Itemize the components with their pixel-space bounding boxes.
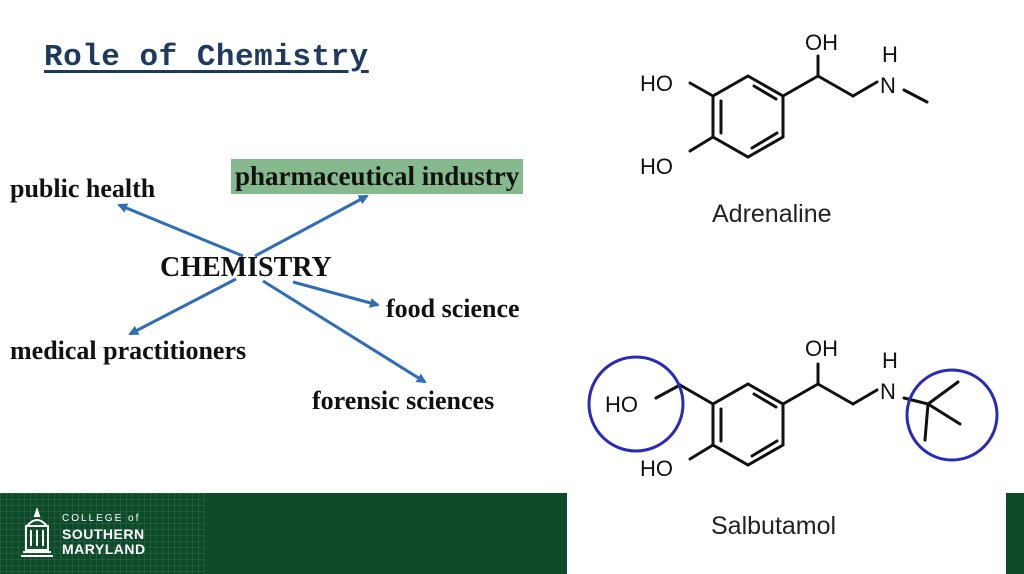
adrenaline-ho1-label: HO — [640, 71, 673, 96]
salbutamol-circle-left — [587, 355, 685, 453]
salbutamol-ho1-label: HO — [605, 392, 638, 417]
building-icon — [21, 508, 53, 557]
branch-medical-practitioners: medical practitioners — [10, 336, 247, 365]
footer-texture — [0, 493, 205, 574]
adrenaline-structure — [688, 54, 929, 159]
logo-text-maryland: MARYLAND — [62, 541, 146, 557]
diagram-arrows — [117, 194, 427, 384]
salbutamol-circle-right — [905, 368, 999, 462]
adrenaline-nh-n-label: N — [880, 73, 896, 98]
salbutamol-name: Salbutamol — [711, 512, 837, 540]
branch-forensic-sciences: forensic sciences — [312, 386, 495, 415]
arrow-medical-practitioners — [128, 277, 237, 336]
adrenaline-nh-h-label: H — [882, 42, 898, 67]
arrow-forensic-sciences — [262, 279, 427, 384]
branch-public-health: public health — [10, 174, 156, 203]
salbutamol-nh-n-label: N — [880, 379, 896, 404]
logo-text-college: COLLEGE of — [62, 513, 141, 524]
college-logo: COLLEGE of SOUTHERN MARYLAND — [20, 508, 170, 560]
footer-band-right — [1006, 493, 1024, 574]
adrenaline-name: Adrenaline — [712, 200, 832, 228]
diagram-center-chemistry: CHEMISTRY — [160, 252, 332, 283]
adrenaline-oh-label: OH — [805, 30, 838, 55]
salbutamol-nh-h-label: H — [882, 348, 898, 373]
slide-title: Role of Chemistry — [44, 40, 369, 75]
arrow-food-science — [292, 280, 380, 308]
adrenaline-ho2-label: HO — [640, 154, 673, 179]
branch-pharmaceutical-industry: pharmaceutical industry — [231, 159, 524, 194]
salbutamol-structure — [654, 362, 962, 467]
salbutamol-oh-label: OH — [805, 336, 838, 361]
salbutamol-ho2-label: HO — [640, 456, 673, 481]
footer-band — [0, 493, 567, 574]
arrow-pharmaceutical-industry — [254, 194, 369, 258]
branch-food-science: food science — [386, 294, 520, 323]
logo-text-southern: SOUTHERN — [62, 526, 145, 542]
arrow-public-health — [117, 203, 244, 258]
